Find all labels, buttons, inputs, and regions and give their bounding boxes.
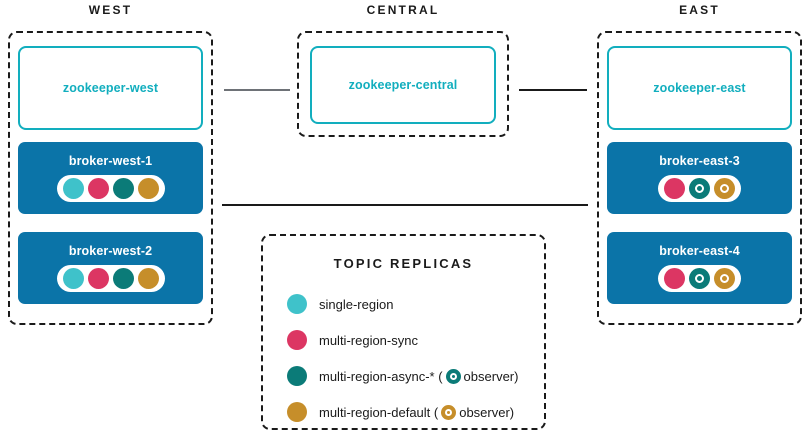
legend-swatch-single-region (287, 294, 307, 314)
replica-dot-single-region (62, 268, 84, 289)
broker-label-west-1: broker-west-1 (68, 154, 153, 168)
legend-label-suffix: observer) (463, 368, 519, 384)
replica-dot-multi-region-default (137, 268, 159, 289)
region-title-central: CENTRAL (366, 3, 440, 17)
legend-item-list: single-region multi-region-sync multi-re… (287, 286, 534, 430)
broker-label-east-3: broker-east-3 (659, 154, 740, 168)
observer-marker-icon (441, 404, 457, 420)
replica-capsule-west-2 (56, 265, 165, 292)
legend-swatch-multi-region-default (287, 402, 307, 422)
region-title-west: WEST (88, 3, 133, 17)
zookeeper-label-east: zookeeper-east (653, 81, 746, 95)
connector-zookeeper-central-east (519, 89, 587, 91)
connector-zookeeper-west-central (224, 89, 290, 91)
region-container-west (8, 31, 213, 325)
zookeeper-label-west: zookeeper-west (62, 81, 159, 95)
broker-node-east-3[interactable]: broker-east-3 (607, 142, 792, 214)
replica-dot-multi-region-sync (664, 178, 685, 199)
legend-label-text: multi-region-async-* ( (319, 368, 443, 384)
legend-row-single-region: single-region (287, 286, 534, 322)
broker-node-west-1[interactable]: broker-west-1 (18, 142, 203, 214)
legend-label-suffix: observer) (459, 404, 515, 420)
legend-label-multi-region-default: multi-region-default ( observer) (319, 404, 515, 420)
observer-marker-icon (445, 368, 461, 384)
replica-dot-multi-region-sync (87, 178, 109, 199)
replica-dot-multi-region-default (137, 178, 159, 199)
region-title-east: EAST (679, 3, 720, 17)
region-container-east (597, 31, 802, 325)
legend-title: TOPIC REPLICAS (333, 256, 474, 271)
broker-node-east-4[interactable]: broker-east-4 (607, 232, 792, 304)
replica-dot-single-region (62, 178, 84, 199)
replica-dot-multi-region-sync (87, 268, 109, 289)
replica-capsule-east-4 (658, 265, 741, 292)
replica-dot-multi-region-default-observer (714, 268, 735, 289)
replica-dot-multi-region-async (112, 178, 134, 199)
region-container-central (297, 31, 509, 137)
legend-label-multi-region-async: multi-region-async-* ( observer) (319, 368, 519, 384)
legend-swatch-multi-region-sync (287, 330, 307, 350)
zookeeper-node-east[interactable]: zookeeper-east (607, 46, 792, 130)
replica-dot-multi-region-sync (664, 268, 685, 289)
replica-capsule-west-1 (56, 175, 165, 202)
connector-broker-west-east (222, 204, 588, 206)
zookeeper-label-central: zookeeper-central (348, 78, 458, 92)
replica-dot-multi-region-async-observer (689, 268, 710, 289)
zookeeper-node-west[interactable]: zookeeper-west (18, 46, 203, 130)
legend-label-text: multi-region-default ( (319, 404, 439, 420)
legend-topic-replicas: TOPIC REPLICAS single-region multi-regio… (261, 234, 546, 430)
legend-label-multi-region-sync: multi-region-sync (319, 332, 418, 348)
broker-label-west-2: broker-west-2 (68, 244, 153, 258)
legend-row-multi-region-sync: multi-region-sync (287, 322, 534, 358)
legend-row-multi-region-async: multi-region-async-* ( observer) (287, 358, 534, 394)
legend-label-single-region: single-region (319, 296, 394, 312)
legend-row-multi-region-default: multi-region-default ( observer) (287, 394, 534, 430)
zookeeper-node-central[interactable]: zookeeper-central (310, 46, 496, 124)
replica-dot-multi-region-async-observer (689, 178, 710, 199)
replica-dot-multi-region-async (112, 268, 134, 289)
replica-capsule-east-3 (658, 175, 741, 202)
replica-dot-multi-region-default-observer (714, 178, 735, 199)
legend-swatch-multi-region-async (287, 366, 307, 386)
broker-label-east-4: broker-east-4 (659, 244, 740, 258)
broker-node-west-2[interactable]: broker-west-2 (18, 232, 203, 304)
